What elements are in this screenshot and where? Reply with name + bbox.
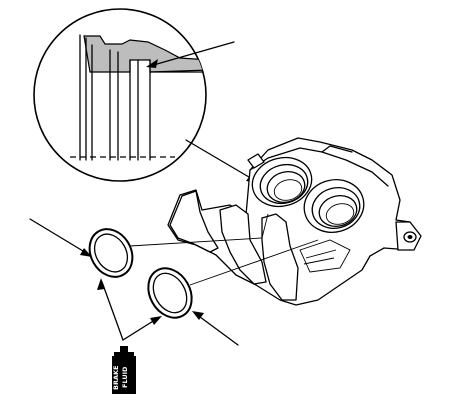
- can-label-line2: FLUID: [121, 366, 129, 388]
- seal-path-lower: [189, 239, 319, 286]
- seal-path-upper: [129, 213, 269, 247]
- piston-seal-lower: [147, 267, 193, 319]
- detail-arrow: [149, 41, 235, 67]
- piston-seal-upper: [88, 228, 134, 278]
- piston-bore-right: [303, 179, 365, 233]
- fluid-arrow-upper: [101, 281, 124, 341]
- seal-arrow-upper: [29, 218, 89, 255]
- seal-arrow-lower: [195, 313, 239, 346]
- brake-fluid-can-icon: BRAKE FLUID: [112, 346, 136, 394]
- detail-magnifier: [33, 8, 258, 183]
- caliper-body: [167, 137, 422, 306]
- piston-bore-left: [251, 156, 313, 208]
- can-label-line1: BRAKE: [112, 366, 120, 390]
- mounting-hole: [403, 231, 417, 243]
- magnifier-leader: [185, 139, 255, 181]
